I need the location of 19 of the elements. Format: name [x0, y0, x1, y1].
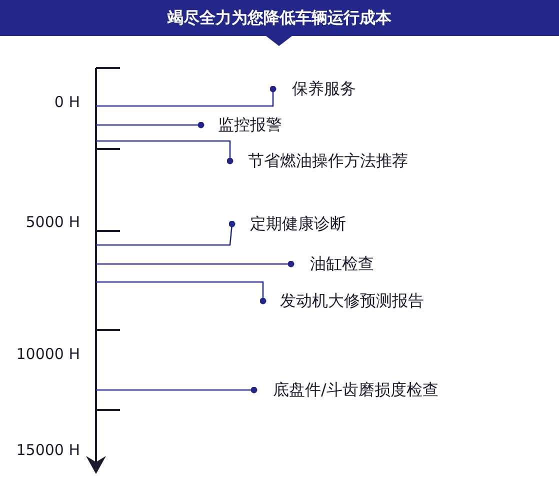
leader-line: [96, 220, 236, 246]
timeline-item-text: 定期健康诊断: [250, 214, 346, 234]
time-tick-label: 10000 H: [15, 344, 80, 364]
leader-line: [96, 386, 258, 394]
leader-line: [96, 140, 234, 164]
timeline-item-text: 发动机大修预测报告: [280, 291, 424, 311]
timeline-item-text: 油缸检查: [310, 254, 374, 274]
timeline-item-text: 监控报警: [218, 115, 282, 135]
time-tick-label: 5000 H: [24, 212, 80, 232]
title: 竭尽全力为您降低车辆运行成本: [166, 8, 392, 28]
time-tick-label: 0 H: [53, 92, 80, 112]
leader-line: [96, 122, 204, 128]
timeline-item-text: 底盘件/斗齿磨损度检查: [273, 380, 438, 400]
timeline-item-text: 节省燃油操作方法推荐: [248, 151, 408, 171]
leader-line: [96, 281, 266, 304]
leader-line: [96, 86, 276, 107]
leader-line: [96, 260, 294, 268]
timeline-item-text: 保养服务: [292, 79, 356, 99]
time-tick-label: 15000 H: [15, 440, 80, 460]
